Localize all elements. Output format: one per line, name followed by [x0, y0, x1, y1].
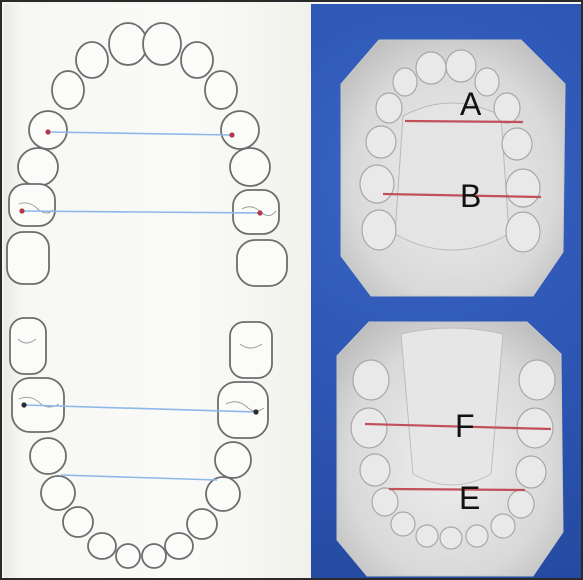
- lower-lateral-incisor: [88, 533, 116, 559]
- lower-premolar: [41, 476, 75, 510]
- lower-premolar: [206, 477, 240, 511]
- upper-premolar: [18, 148, 58, 186]
- measure-line-e: [389, 489, 525, 490]
- upper-lateral-incisor: [181, 42, 213, 78]
- upper-premolar: [230, 148, 270, 186]
- upper-intermolar-line: [22, 211, 260, 213]
- arch-diagram-panel: [4, 4, 311, 578]
- upper-canine: [52, 71, 84, 109]
- lower-incisor: [116, 544, 140, 568]
- upper-second-molar: [7, 232, 49, 284]
- label-e: E: [459, 482, 480, 514]
- upper-incisor: [143, 23, 181, 65]
- upper-lateral-incisor: [76, 42, 108, 78]
- lower-second-molar: [230, 322, 272, 378]
- upper-cast: [341, 40, 565, 296]
- cast-photos: [311, 4, 581, 578]
- lower-incisor: [142, 544, 166, 568]
- upper-incisor: [109, 23, 147, 65]
- cast-photos-panel: A B F E: [311, 4, 581, 578]
- lower-arch: [10, 318, 272, 568]
- upper-first-molar: [233, 190, 279, 234]
- label-f: F: [455, 410, 475, 442]
- lower-lateral-incisor: [165, 533, 193, 559]
- lower-premolar: [215, 442, 251, 478]
- upper-arch: [7, 23, 287, 286]
- upper-canine: [205, 71, 237, 109]
- lower-cast: [337, 322, 563, 576]
- lower-canine: [63, 507, 93, 537]
- upper-second-molar: [237, 240, 287, 286]
- lower-intercanine-line: [61, 475, 217, 480]
- label-b: B: [460, 180, 481, 212]
- lower-canine: [187, 509, 217, 539]
- lower-premolar: [30, 438, 66, 474]
- upper-premolar: [221, 111, 259, 149]
- lower-second-molar: [10, 318, 46, 374]
- arch-diagram: [4, 4, 311, 578]
- label-a: A: [460, 88, 481, 120]
- upper-intercanine-line: [48, 132, 232, 135]
